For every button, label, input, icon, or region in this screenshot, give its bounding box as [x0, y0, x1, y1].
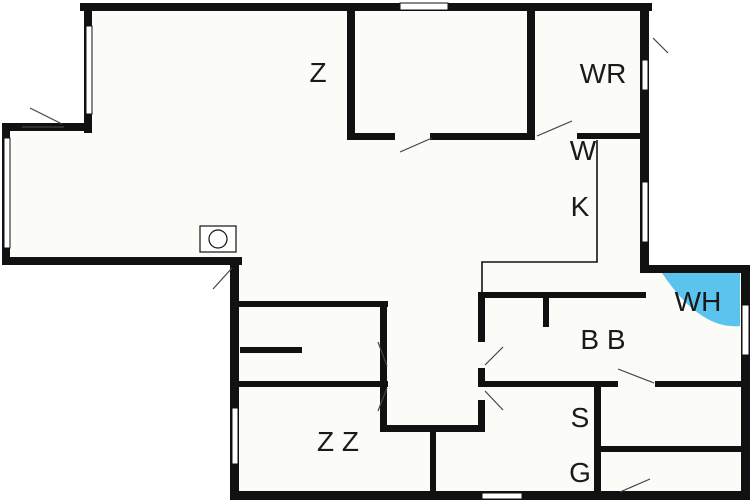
label-storage: WR [580, 58, 627, 89]
label-shower: S [571, 402, 590, 433]
label-bathroom: B B [580, 324, 625, 355]
windows [3, 2, 750, 500]
label-hot-water: WH [675, 286, 722, 317]
doors [22, 37, 669, 493]
interior-walls [238, 6, 745, 495]
floor-area [8, 10, 745, 495]
label-bedroom: Z Z [317, 426, 359, 457]
round-stove-icon [199, 225, 237, 253]
label-living: Z [309, 57, 326, 88]
kitchen-counter [481, 140, 598, 298]
label-washer: W [570, 135, 597, 166]
label-toilet: G [569, 457, 591, 488]
water-heater-zone [662, 273, 740, 327]
label-kitchen: K [571, 191, 590, 222]
